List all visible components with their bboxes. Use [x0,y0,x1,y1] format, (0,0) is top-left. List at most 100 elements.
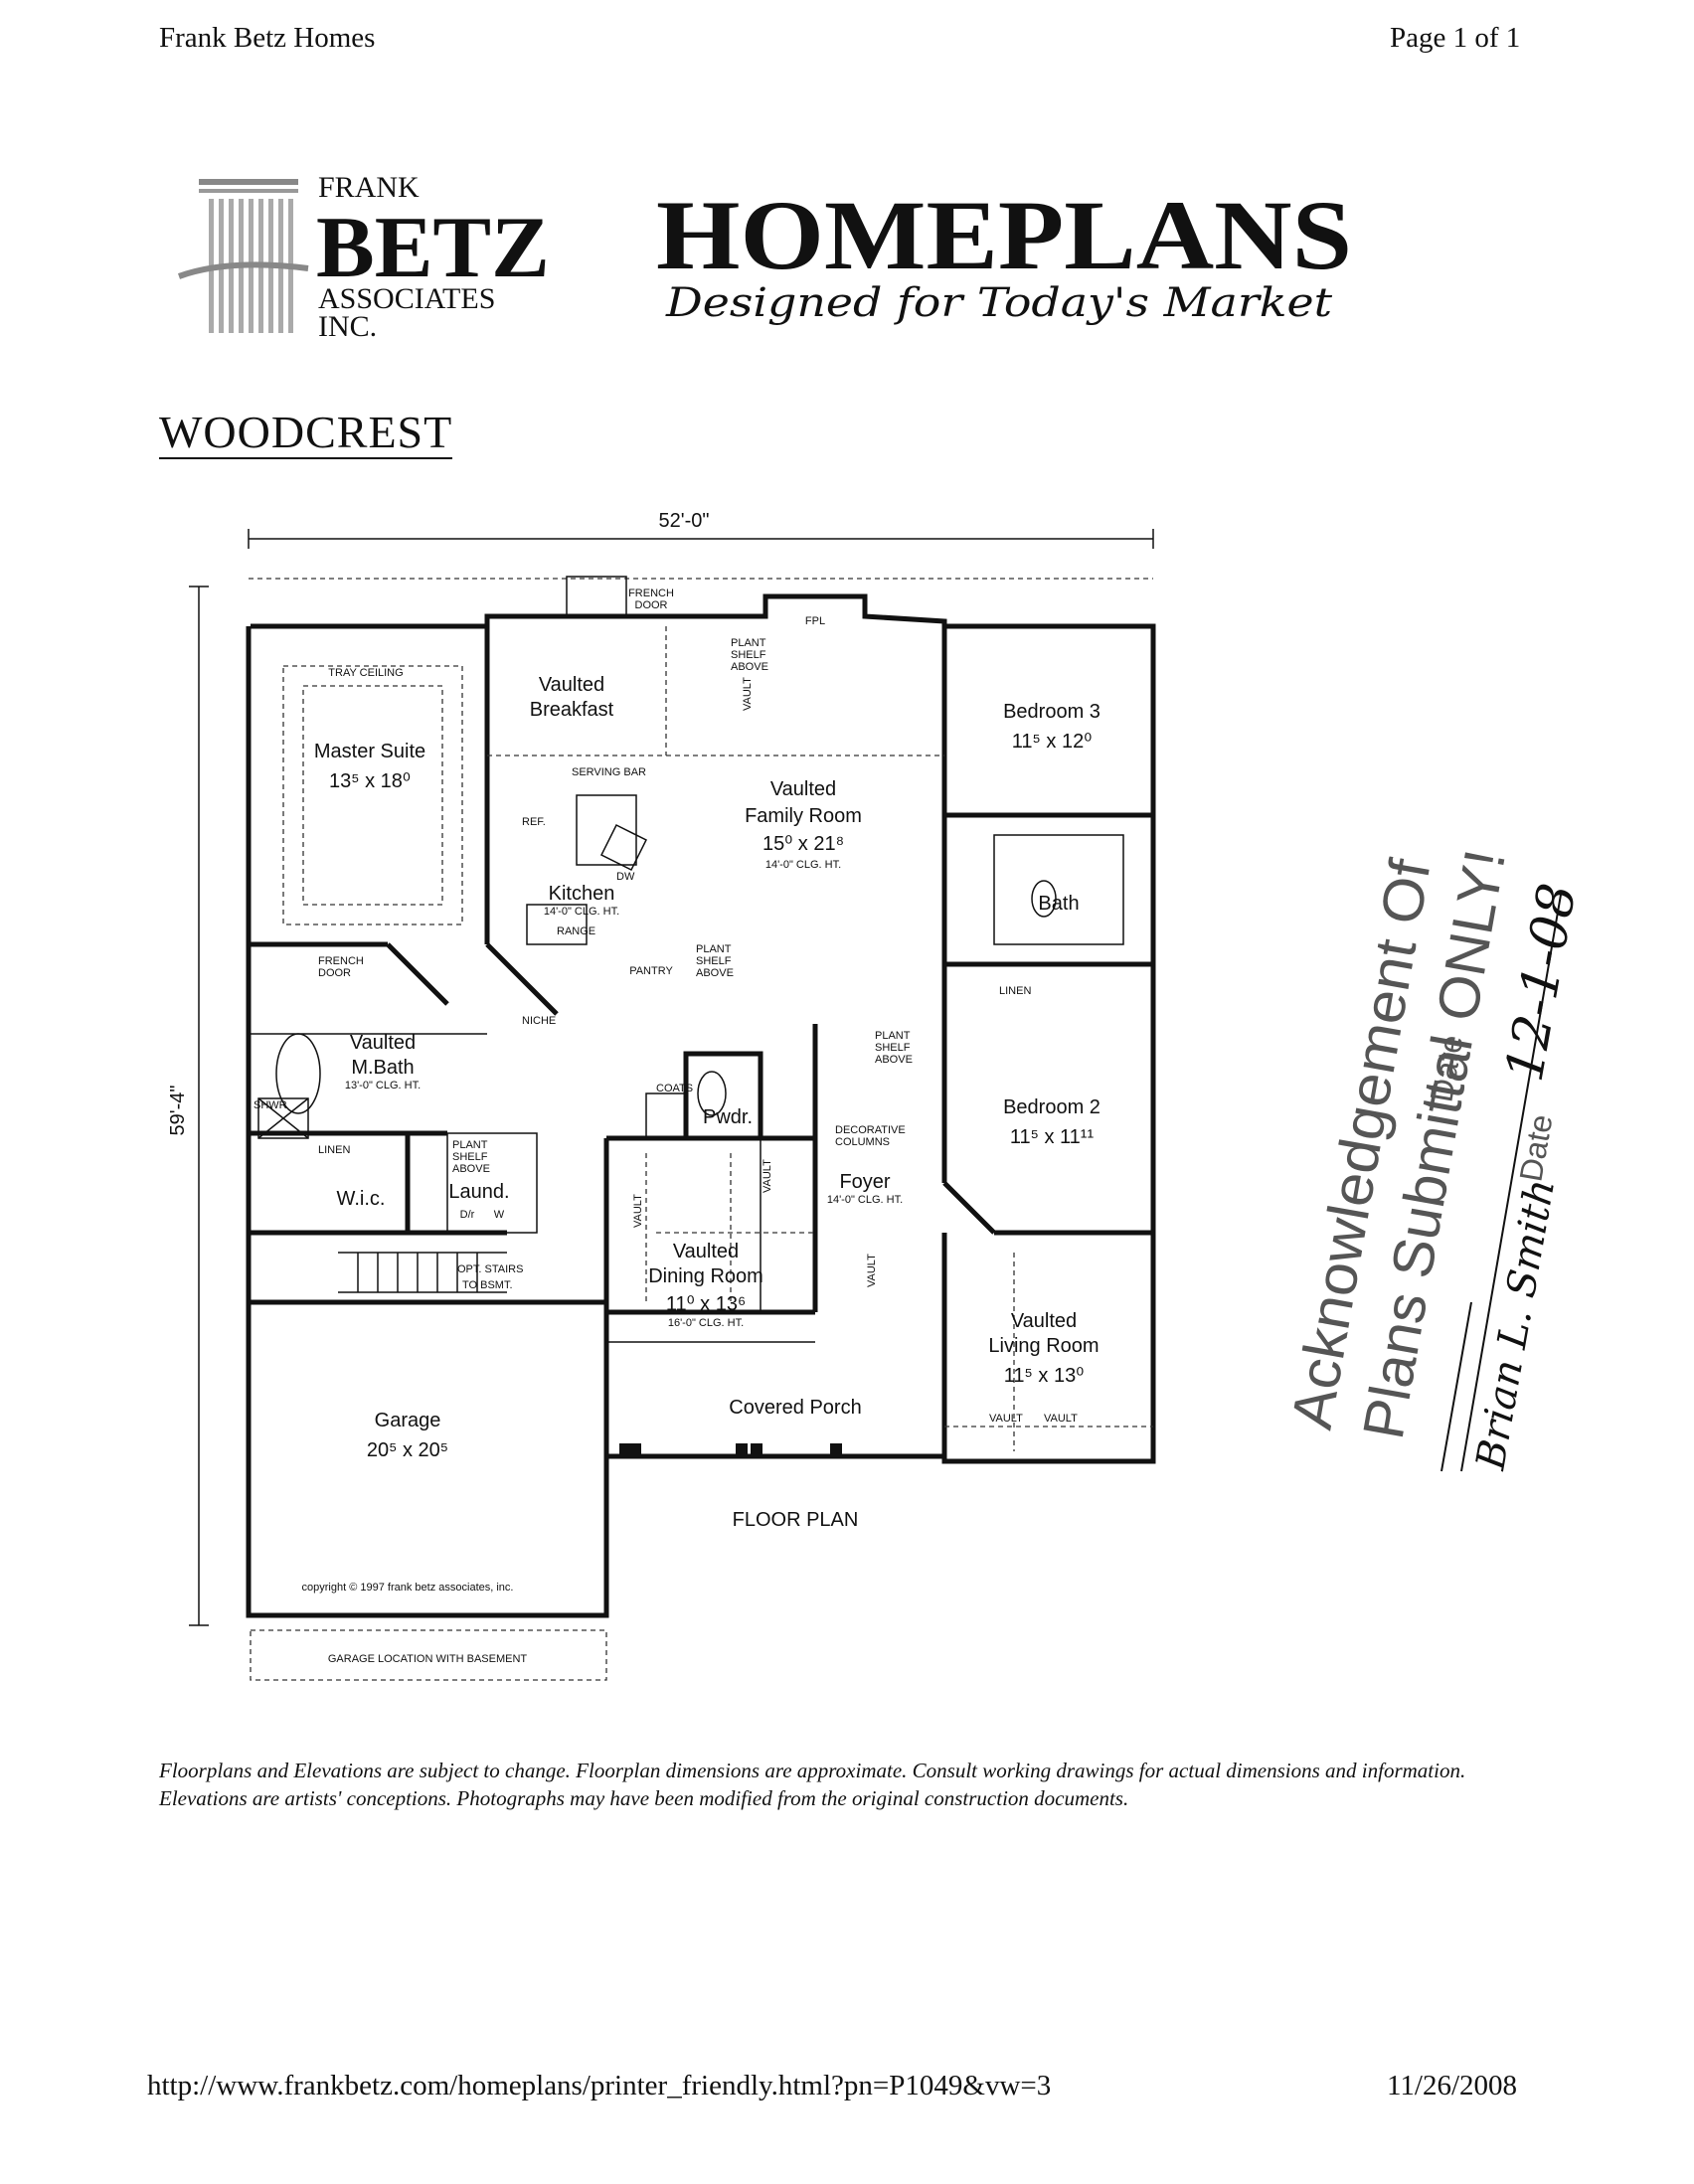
room-bedroom2-size: 11⁵ x 11¹¹ [1010,1126,1095,1148]
stamp-signature: Brian L. Smith [1467,1176,1564,1474]
room-bedroom2: Bedroom 2 [1003,1096,1101,1118]
room-living-line1: Vaulted [1011,1310,1077,1332]
note-vault-living-b: VAULT [1044,1413,1078,1425]
room-dining-line2: Dining Room [648,1265,763,1287]
note-vault-dining-a: VAULT [632,1194,644,1228]
note-vault-foyer: VAULT [866,1254,878,1287]
basement-stairs [338,1252,507,1293]
stamp-date-label-2: Date [1512,1111,1559,1184]
logo-associates-text: ASSOCIATES [318,282,495,315]
room-bath: Bath [1038,893,1079,915]
room-mbath-line1: Vaulted [350,1032,416,1054]
room-master-size: 13⁵ x 18⁰ [329,770,411,792]
room-kitchen-clg: 14'-0" CLG. HT. [544,906,619,918]
note-niche: NICHE [522,1015,556,1027]
tray-ceiling-outline [282,665,463,925]
garage-basement-outline [250,1629,607,1681]
dimension-lines [189,529,1154,1626]
note-vault-dining-b: VAULT [762,1159,773,1193]
note-plant-shelf-d1: PLANT [875,1030,911,1042]
note-coats: COATS [656,1083,693,1094]
room-mbath-line2: M.Bath [351,1057,414,1079]
note-plant-shelf-c2: SHELF [452,1151,488,1163]
room-foyer-clg: 14'-0" CLG. HT. [827,1194,903,1206]
room-foyer: Foyer [839,1171,890,1193]
note-decorative-2: COLUMNS [835,1136,890,1148]
note-ref: REF. [522,816,546,828]
note-french-door-mb-2: DOOR [318,967,351,979]
note-decorative-1: DECORATIVE [835,1124,906,1136]
room-breakfast-line2: Breakfast [530,699,614,721]
depth-dimension: 59'-4" [167,1086,189,1136]
note-french-door-top-1: FRENCH [628,588,674,599]
note-plant-shelf-d3: ABOVE [875,1054,913,1066]
note-plant-shelf-c3: ABOVE [452,1163,490,1175]
logo-frank-text: FRANK [318,171,420,204]
note-plant-shelf-d2: SHELF [875,1042,911,1054]
garage-basement-note: GARAGE LOCATION WITH BASEMENT [328,1653,528,1665]
stamp-date-value: 12-1-08 [1495,879,1589,1086]
tray-ceiling-label: TRAY CEILING [328,667,403,679]
room-mbath-clg: 13'-0" CLG. HT. [345,1080,421,1092]
plan-title: WOODCREST [159,407,453,459]
room-garage: Garage [375,1410,441,1431]
note-plant-shelf-b1: PLANT [696,943,732,955]
note-plant-shelf-a2: SHELF [731,649,766,661]
room-kitchen: Kitchen [549,883,615,905]
logo-betz-text: BETZ [316,200,550,296]
company-logo: FRANK BETZ ASSOCIATES INC. HOMEPLANS Des… [177,171,1352,343]
copyright-note: copyright © 1997 frank betz associates, … [302,1582,514,1594]
note-french-door-top-2: DOOR [635,599,668,611]
room-family-size: 15⁰ x 21⁸ [762,833,844,855]
note-shower: SHWR [254,1099,287,1111]
room-laundry: Laund. [448,1181,509,1203]
footer-date: 11/26/2008 [1387,2070,1518,2101]
room-dining-line1: Vaulted [673,1241,739,1262]
logo-tagline: Designed for Today's Market [665,280,1333,326]
fixtures [257,576,1057,1139]
note-linen-mb: LINEN [318,1144,350,1156]
note-vault-family: VAULT [742,677,754,711]
room-dining-size: 11⁰ x 13⁶ [666,1293,746,1315]
floor-plan: 52'-0" 59'-4" [167,510,1156,1681]
note-plant-shelf-a1: PLANT [731,637,766,649]
laundry-washer: W [494,1209,505,1221]
room-living-line2: Living Room [988,1335,1099,1357]
room-wic: W.i.c. [337,1188,386,1210]
note-plant-shelf-a3: ABOVE [731,661,768,673]
note-french-door-mb-1: FRENCH [318,955,364,967]
room-powder: Pwdr. [703,1106,753,1128]
room-master-suite: Master Suite [314,741,425,762]
laundry-dryer: D/r [460,1209,475,1221]
room-covered-porch: Covered Porch [729,1397,861,1419]
interior-walls [251,626,1153,1461]
column-logo-mark [177,179,309,333]
note-fireplace: FPL [805,615,825,627]
logo-homeplans-text: HOMEPLANS [656,180,1352,290]
room-family-line2: Family Room [745,805,862,827]
room-family-line1: Vaulted [770,778,836,800]
note-plant-shelf-c1: PLANT [452,1139,488,1151]
acknowledgement-stamp: Acknowledgement Of Plans Submittal ONLY!… [1279,845,1589,1474]
room-family-clg: 14'-0" CLG. HT. [765,859,841,871]
header-page-number: Page 1 of 1 [1390,22,1521,54]
note-plant-shelf-b2: SHELF [696,955,732,967]
room-breakfast-line1: Vaulted [539,674,604,696]
floor-plan-label: FLOOR PLAN [733,1509,859,1531]
note-plant-shelf-b3: ABOVE [696,967,734,979]
note-opt-stairs-1: OPT. STAIRS [457,1263,523,1275]
room-bedroom3-size: 11⁵ x 12⁰ [1012,731,1092,753]
note-range: RANGE [557,925,595,937]
footer-url[interactable]: http://www.frankbetz.com/homeplans/print… [147,2070,1052,2101]
note-serving-bar: SERVING BAR [572,766,646,778]
disclaimer-text: Floorplans and Elevations are subject to… [159,1759,1466,1810]
note-dw: DW [616,871,635,883]
note-opt-stairs-2: TO BSMT. [462,1279,513,1291]
header-site-name: Frank Betz Homes [159,22,376,54]
width-dimension: 52'-0" [659,510,710,532]
room-garage-size: 20⁵ x 20⁵ [367,1439,448,1461]
room-bedroom3: Bedroom 3 [1003,701,1101,723]
room-dining-clg: 16'-0" CLG. HT. [668,1317,744,1329]
note-pantry: PANTRY [629,965,673,977]
note-linen-hall: LINEN [999,985,1031,997]
